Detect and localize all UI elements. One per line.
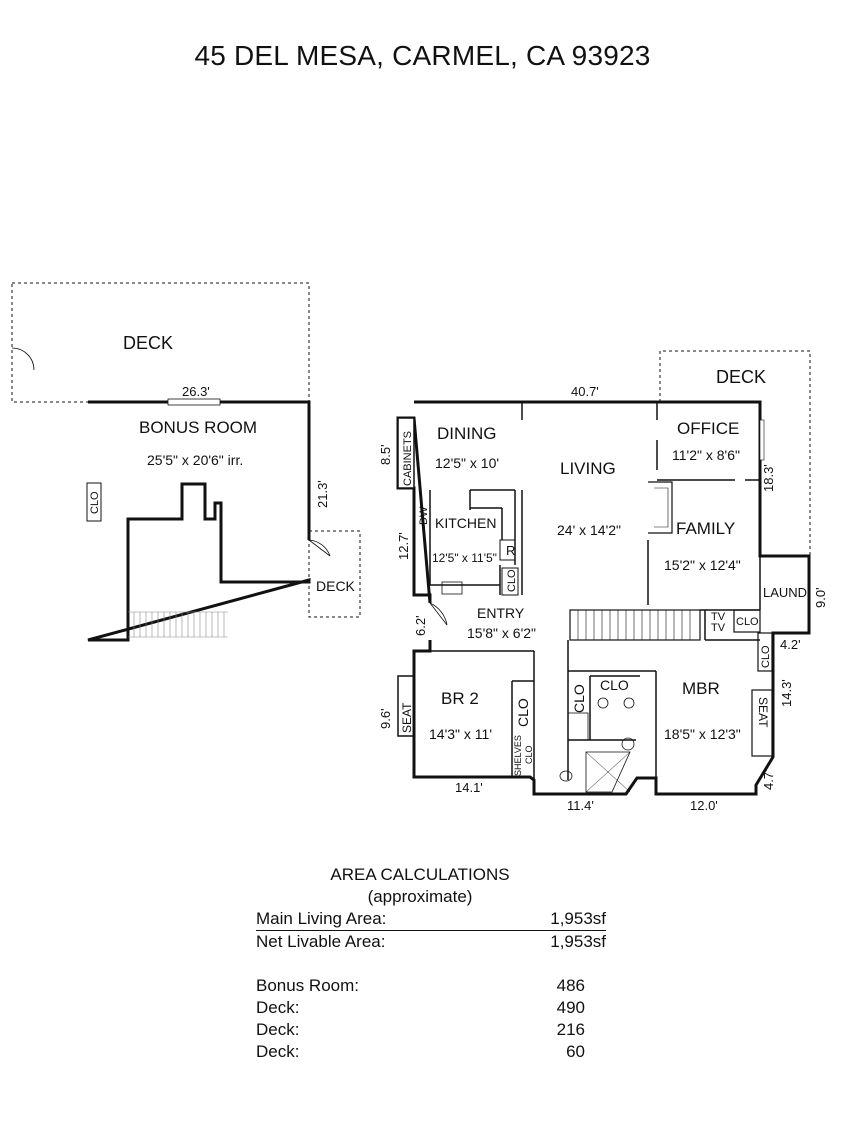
clo-bath-label: CLO [571, 684, 587, 713]
bonus-building [11, 282, 361, 642]
dim-12-0: 12.0' [690, 798, 718, 813]
family-label: FAMILY [676, 519, 735, 538]
seat-left-label: SEAT [400, 702, 414, 733]
kitchen-label: KITCHEN [435, 515, 496, 531]
area-label: Deck: [256, 1042, 300, 1061]
dining-label: DINING [437, 424, 497, 443]
dw-label: DW [418, 506, 430, 525]
dim-40-7: 40.7' [571, 384, 599, 399]
bonus-room-label: BONUS ROOM [139, 418, 257, 437]
area-value: 1,953sf [550, 909, 606, 928]
office-size: 11'2" x 8'6" [672, 447, 740, 463]
entry-size: 15'8" x 6'2" [467, 625, 536, 641]
living-size: 24' x 14'2" [557, 522, 621, 538]
laund-label: LAUND [763, 585, 807, 600]
living-label: LIVING [560, 459, 616, 478]
deck-small-label: DECK [316, 578, 356, 594]
mbr-size: 18'5" x 12'3" [664, 726, 741, 742]
area-value: 486 [556, 976, 585, 995]
dim-9-0: 9.0' [813, 587, 828, 608]
bonus-room-walls [87, 400, 311, 642]
area-calculations: AREA CALCULATIONS (approximate) Main Liv… [256, 864, 606, 1063]
dim-21-3: 21.3' [315, 480, 330, 508]
dining-size: 12'5" x 10' [435, 455, 499, 471]
clo-laund-label: CLO [736, 616, 759, 628]
dim-12-7: 12.7' [396, 532, 411, 560]
cabinets-label: CABINETS [402, 431, 414, 486]
area-row-deck: Deck: 216 [256, 1019, 606, 1041]
dim-4-2: 4.2' [780, 637, 801, 652]
area-row-net-livable: Net Livable Area: 1,953sf [256, 931, 606, 953]
shelves-label: SHELVES [513, 735, 523, 776]
clo-kitchen-label: CLO [506, 569, 518, 592]
bonus-room-size: 25'5" x 20'6" irr. [147, 452, 243, 468]
area-row-bonus-room: Bonus Room: 486 [256, 975, 606, 997]
entry-label: ENTRY [477, 605, 525, 621]
clo-bonus-label: CLO [89, 491, 101, 514]
area-value: 490 [556, 998, 585, 1017]
dim-26-3: 26.3' [182, 384, 210, 399]
mbr-label: MBR [682, 679, 720, 698]
area-subtitle: (approximate) [367, 887, 473, 906]
clo-mbr-side-label: CLO [760, 645, 772, 668]
deck-right-label: DECK [716, 367, 766, 387]
dim-8-5: 8.5' [378, 444, 393, 465]
tv2-label: TV [711, 622, 726, 634]
kitchen-size: 12'5" x 11'5" [432, 551, 497, 565]
r-label: R [506, 543, 515, 558]
right-deck-outline [659, 350, 811, 556]
dim-14-3: 14.3' [779, 679, 794, 707]
area-label: Deck: [256, 998, 300, 1017]
area-value: 1,953sf [550, 932, 606, 951]
area-value: 60 [566, 1042, 585, 1061]
page-title: 45 DEL MESA, CARMEL, CA 93923 [194, 40, 651, 71]
area-label: Main Living Area: [256, 909, 387, 928]
tv1-label: TV [711, 611, 726, 623]
clo-hall-label: CLO [600, 677, 629, 693]
floor-plan: DECK BONUS ROOM DECK DINING LIVING OFFIC… [11, 282, 828, 813]
clo-small-label: CLO [524, 745, 534, 764]
br2-size: 14'3" x 11' [429, 726, 492, 742]
br2-label: BR 2 [441, 689, 479, 708]
area-row-main-living: Main Living Area: 1,953sf [256, 908, 606, 931]
area-row-deck: Deck: 490 [256, 997, 606, 1019]
dim-9-6: 9.6' [378, 708, 393, 729]
dim-6-2: 6.2' [413, 615, 428, 636]
area-row-deck: Deck: 60 [256, 1041, 606, 1063]
dim-4-7: 4.7' [761, 769, 776, 790]
office-label: OFFICE [677, 419, 739, 438]
main-house [396, 350, 811, 796]
clo-br2-label: CLO [515, 698, 531, 727]
dim-18-3: 18.3' [761, 464, 776, 492]
area-label: Deck: [256, 1020, 300, 1039]
small-deck-outline [308, 530, 361, 618]
area-title: AREA CALCULATIONS [330, 865, 510, 884]
area-label: Bonus Room: [256, 976, 359, 995]
deck-upper-label: DECK [123, 333, 173, 353]
area-label: Net Livable Area: [256, 932, 386, 951]
family-size: 15'2" x 12'4" [664, 557, 741, 573]
seat-right-label: SEAT [756, 697, 770, 728]
dim-11-4: 11.4' [567, 798, 594, 813]
dim-14-1: 14.1' [455, 780, 483, 795]
area-value: 216 [556, 1020, 585, 1039]
